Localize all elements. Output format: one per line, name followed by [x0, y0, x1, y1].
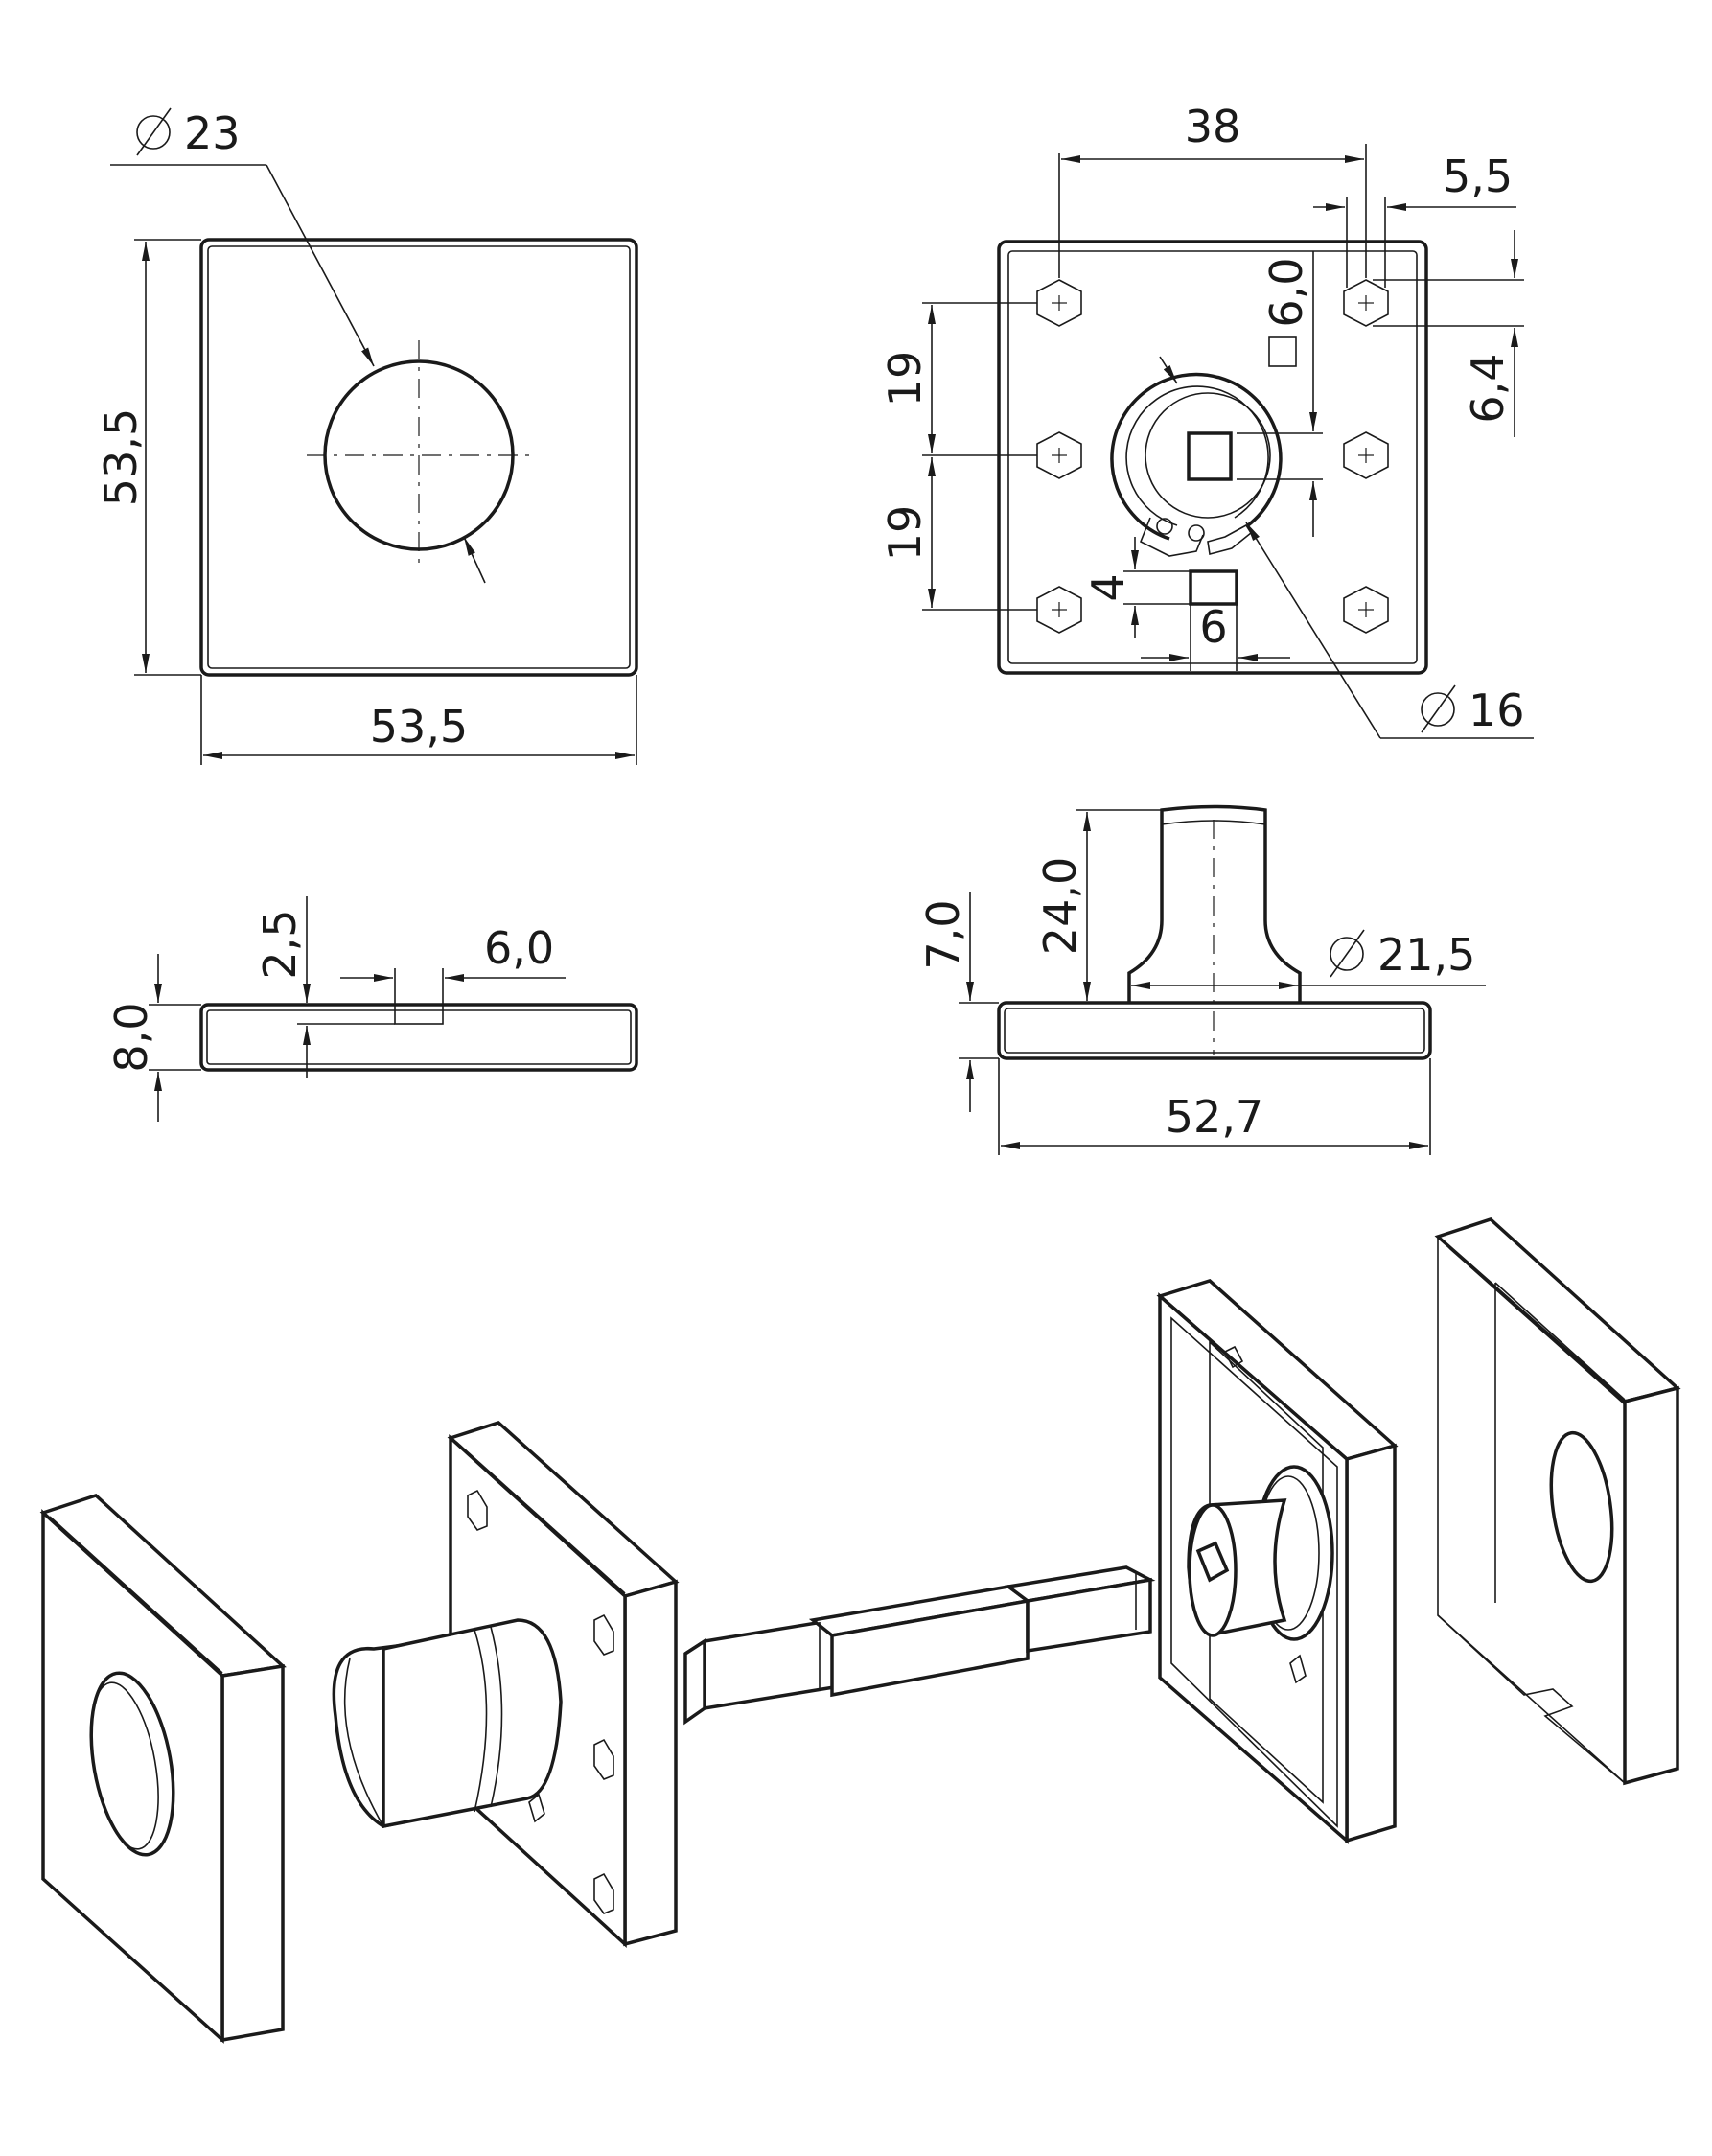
front-diameter-leader [266, 164, 375, 367]
hex-hole-top-left [1036, 279, 1082, 327]
front-diameter-value: 23 [184, 107, 241, 159]
diameter-symbol-icon [1330, 929, 1365, 978]
side-slot [394, 1004, 444, 1025]
back-plate-inner-edge [1007, 250, 1418, 664]
hex-hole-top-right [1343, 279, 1389, 327]
hex-hole-bottom-right [1343, 586, 1389, 634]
back-square-size-value: 6,0 [1261, 257, 1312, 327]
back-ring-leader-tail [1159, 356, 1178, 384]
back-plate-assembly [1156, 1279, 1399, 1844]
square-hole-iso-back [1289, 1654, 1307, 1684]
side-slot-width-value: 6,0 [484, 922, 554, 974]
diameter-symbol-icon [136, 107, 172, 156]
spindle-plate-outline [997, 1001, 1432, 1060]
front-diameter-leader-tail [463, 536, 486, 584]
front-view: 23 53,5 53,5 [95, 107, 638, 765]
spindle-body [1127, 804, 1302, 1003]
cylinder-end [1188, 1503, 1238, 1637]
exploded-view [39, 1217, 1681, 2044]
hex-hole-iso-4 [593, 1872, 614, 1914]
back-pitch-lower-value: 19 [879, 505, 931, 562]
back-width-pitch-value: 38 [1185, 101, 1241, 152]
back-slot-height-value: 4 [1082, 573, 1134, 601]
hex-hole-iso-2 [593, 1613, 614, 1656]
spindle-boss-diameter-value: 21,5 [1377, 929, 1475, 981]
side-plate-outline [199, 1003, 638, 1072]
back-slot-width-value: 6 [1199, 601, 1227, 653]
cylinder-square-socket [1195, 1541, 1230, 1583]
back-pitch-upper-value: 19 [879, 351, 931, 407]
ring-eye-left [1156, 518, 1173, 535]
back-hole-offset-v-value: 6,4 [1462, 353, 1514, 423]
rear-rosette-hole [1549, 1430, 1614, 1584]
back-ring-leader [1245, 522, 1381, 739]
back-ring-diameter-value: 16 [1469, 684, 1525, 736]
spindle-length-value: 24,0 [1034, 857, 1086, 955]
hex-hole-bottom-left [1036, 586, 1082, 634]
back-hole-offset-value: 5,5 [1443, 151, 1513, 202]
square-socket [1187, 431, 1233, 481]
retaining-ring [1110, 372, 1283, 557]
bottom-slot [1189, 569, 1238, 606]
hex-hole-iso-1 [467, 1489, 488, 1531]
spindle-plate-inner-edge [1004, 1008, 1425, 1054]
rear-rosette-cover [1434, 1217, 1681, 1786]
hex-hole-iso-back-1 [1223, 1345, 1244, 1369]
side-view: 2,5 6,0 8,0 [105, 896, 638, 1122]
hex-hole-mid-right [1343, 431, 1389, 479]
front-rosette [39, 1494, 287, 2044]
front-height-value: 53,5 [95, 408, 147, 506]
spindle-side-view: 24,0 7,0 21,5 52,7 [917, 804, 1486, 1155]
side-thickness-value: 8,0 [105, 1002, 157, 1072]
ring-eye-right [1188, 524, 1205, 542]
diameter-symbol-icon [1421, 684, 1456, 733]
spindle-width-value: 52,7 [1166, 1091, 1263, 1143]
spindle-top-edge [1161, 820, 1266, 825]
front-width-value: 53,5 [370, 701, 468, 753]
side-plate-inner-edge [206, 1009, 632, 1065]
small-square-marker [1268, 336, 1297, 367]
spindle-bar [683, 1565, 1156, 1726]
back-view: 38 5,5 6,0 6,4 19 19 4 [879, 101, 1534, 739]
side-depth-value: 2,5 [254, 909, 306, 979]
hex-hole-mid-left [1036, 431, 1082, 479]
spindle-plate-height-value: 7,0 [917, 899, 969, 969]
square-hole-iso [528, 1793, 545, 1823]
front-plate-inner-edge [207, 245, 631, 669]
hex-hole-iso-3 [593, 1738, 614, 1780]
front-plate-outline [199, 238, 638, 677]
back-plate-outline [997, 240, 1428, 675]
thumb-turn-assembly [332, 1421, 680, 1948]
